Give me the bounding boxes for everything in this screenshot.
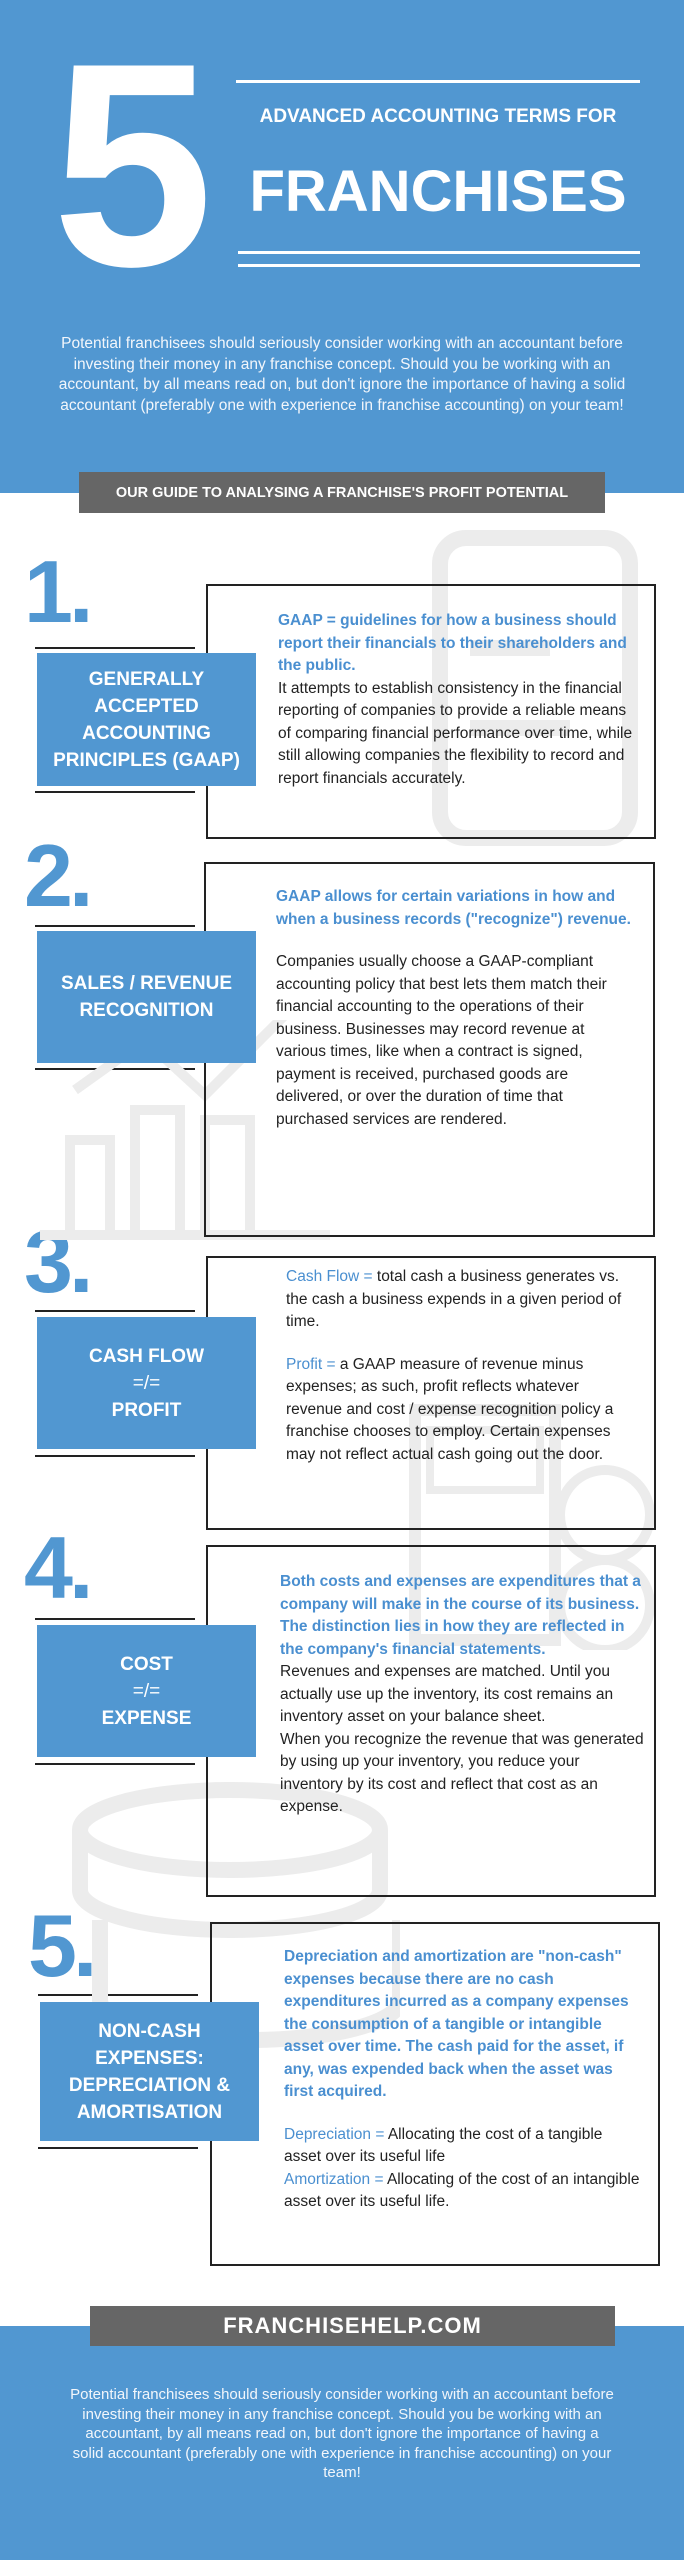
- header-rule-top: [236, 80, 640, 83]
- label-line: =/=: [132, 1372, 161, 1394]
- section-1-rule-bottom: [35, 791, 195, 793]
- section-1-body: It attempts to establish consistency in …: [278, 679, 633, 787]
- depreciation-definition-row: Depreciation = Allocating the cost of a …: [284, 2124, 640, 2169]
- profit-term: Profit =: [286, 1355, 336, 1373]
- cash-flow-definition: total cash a business generates vs. the …: [286, 1268, 622, 1330]
- section-4-highlight: Both costs and expenses are expenditures…: [280, 1573, 641, 1658]
- section-1-number: 1.: [24, 542, 93, 641]
- label-line: Non-Cash: [98, 2020, 201, 2042]
- label-line: Profit: [111, 1399, 182, 1421]
- section-4-box: Both costs and expenses are expenditures…: [206, 1545, 656, 1897]
- section-1-rule-top: [35, 647, 195, 649]
- profit-definition: a GAAP measure of revenue minus expenses…: [286, 1355, 614, 1463]
- section-2-number: 2.: [24, 826, 93, 925]
- section-1-highlight: GAAP = guidelines for how a business sho…: [278, 612, 627, 674]
- section-4-number: 4.: [24, 1518, 93, 1617]
- footer-site-banner[interactable]: FranchiseHelp.com: [90, 2306, 615, 2346]
- section-2-body: Companies usually choose a GAAP-complian…: [276, 953, 607, 1128]
- section-5-rule-bottom: [38, 2147, 198, 2149]
- section-4-label: Cost =/= Expense: [37, 1625, 256, 1757]
- section-3-rule-top: [35, 1310, 195, 1312]
- label-line: Cost: [120, 1653, 173, 1675]
- section-4-body-2: When you recognize the revenue that was …: [280, 1730, 644, 1816]
- footer-panel: [0, 2326, 684, 2560]
- header-rule-bottom-1: [238, 251, 640, 254]
- section-5-rule-top: [38, 1994, 198, 1996]
- section-2-box: GAAP allows for certain variations in ho…: [204, 862, 655, 1237]
- section-3-cashflow: Cash Flow = total cash a business genera…: [286, 1266, 636, 1334]
- depreciation-term: Depreciation =: [284, 2125, 385, 2143]
- section-5-box: Depreciation and amortization are "non-c…: [210, 1922, 660, 2266]
- amortization-definition: Allocating of the cost of an intangible …: [284, 2170, 640, 2211]
- header-subtitle: Advanced Accounting Terms for: [259, 106, 617, 127]
- label-line: Expenses:: [95, 2047, 204, 2069]
- section-3-rule-bottom: [35, 1455, 195, 1457]
- section-4-rule-bottom: [35, 1763, 195, 1765]
- label-line: Accounting: [82, 722, 211, 744]
- header-title: Franchises: [249, 159, 627, 224]
- label-line: Cash Flow: [88, 1345, 205, 1367]
- section-3-profit: Profit = a GAAP measure of revenue minus…: [286, 1354, 636, 1467]
- section-5-label: Non-CashExpenses: Depreciation & Amortisat…: [40, 2002, 259, 2141]
- label-line: Generally: [88, 668, 205, 690]
- label-line: =/=: [132, 1680, 161, 1702]
- section-4-body-1: Revenues and expenses are matched. Until…: [280, 1663, 614, 1725]
- label-line: Accepted: [94, 695, 199, 717]
- label-line: Depreciation &: [68, 2074, 231, 2096]
- header-intro: Potential franchisees should seriously c…: [58, 335, 626, 414]
- section-2-rule-bottom: [35, 1068, 195, 1070]
- section-4-rule-top: [35, 1618, 195, 1620]
- section-3-box: Cash Flow = total cash a business genera…: [206, 1256, 656, 1530]
- calculator-icon: [409, 1404, 655, 1650]
- header-rule-bottom-2: [238, 264, 640, 267]
- label-line: Principles (GAAP): [53, 749, 240, 771]
- section-5-number: 5.: [28, 1896, 97, 1995]
- guide-banner: Our guide to analysing a franchise's pro…: [79, 472, 605, 513]
- depreciation-definition: Allocating the cost of a tangible asset …: [284, 2125, 603, 2166]
- section-2-label: Sales / RevenueRecognition: [37, 931, 256, 1063]
- footer-text: Potential franchisees should seriously c…: [70, 2386, 614, 2481]
- section-2-rule-top: [35, 925, 195, 927]
- big-number-five: 5: [52, 3, 214, 327]
- section-3-label: Cash Flow =/= Profit: [37, 1317, 256, 1449]
- label-line: Amortisation: [76, 2101, 223, 2123]
- section-1-label: GenerallyAcceptedAccountingPrinciples (G…: [37, 653, 256, 786]
- label-line: Expense: [101, 1707, 192, 1729]
- label-line: Sales / Revenue: [60, 973, 233, 994]
- amortization-definition-row: Amortization = Allocating of the cost of…: [284, 2169, 640, 2214]
- amortization-term: Amortization =: [284, 2170, 384, 2188]
- section-5-highlight: Depreciation and amortization are "non-c…: [284, 1948, 629, 2100]
- cash-flow-term: Cash Flow =: [286, 1268, 373, 1285]
- section-1-box: GAAP = guidelines for how a business sho…: [206, 584, 656, 839]
- label-line: Recognition: [79, 1000, 214, 1021]
- section-2-highlight: GAAP allows for certain variations in ho…: [276, 888, 631, 928]
